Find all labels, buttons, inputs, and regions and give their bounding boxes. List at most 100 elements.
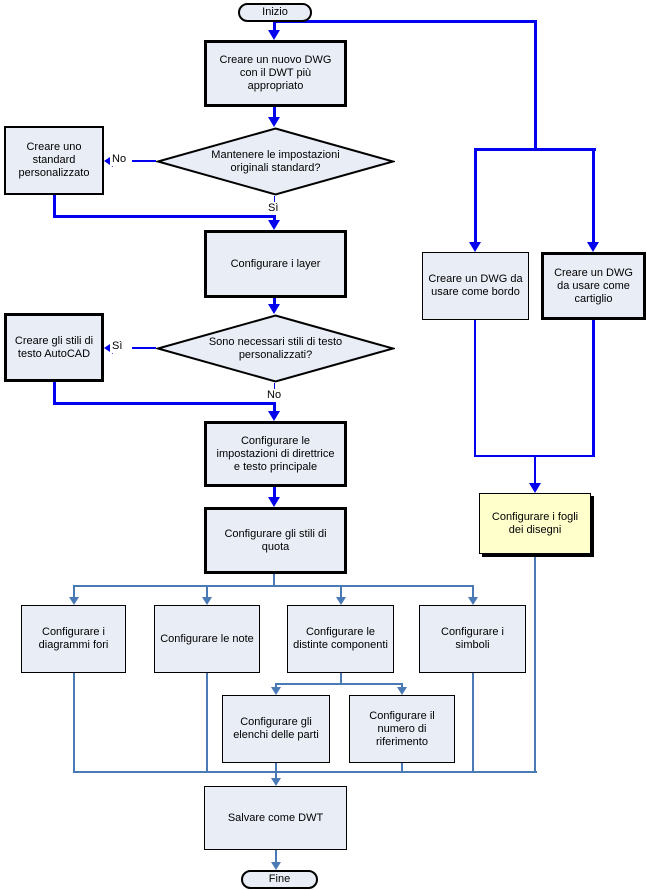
arrowhead-icon bbox=[271, 778, 281, 786]
arrowhead-icon bbox=[268, 30, 280, 40]
node-label: Creare uno standard personalizzato bbox=[18, 141, 90, 179]
node-save-as-dwt: Salvare come DWT bbox=[204, 786, 347, 850]
node-label: Creare un DWG da usare come cartiglio bbox=[554, 266, 633, 305]
arrowhead-icon bbox=[397, 687, 407, 695]
connector bbox=[53, 382, 56, 405]
arrowhead-icon bbox=[104, 155, 113, 167]
node-configure-notes: Configurare le note bbox=[154, 605, 260, 673]
arrowhead-icon bbox=[104, 342, 113, 354]
arrowhead-icon bbox=[268, 220, 280, 230]
connector bbox=[73, 673, 75, 773]
connector bbox=[53, 195, 56, 218]
connector bbox=[275, 850, 277, 863]
node-create-dwg-border: Creare un DWG da usare come bordo bbox=[422, 252, 529, 320]
connector bbox=[275, 683, 277, 689]
node-label: Configurare il numero di riferimento bbox=[369, 709, 435, 748]
connector bbox=[592, 151, 595, 244]
connector bbox=[273, 107, 276, 118]
connector bbox=[474, 148, 596, 151]
node-create-autocad-text-styles: Creare gli stili di testo AutoCAD bbox=[4, 313, 104, 382]
node-label: Configurare i layer bbox=[230, 257, 321, 270]
connector bbox=[273, 298, 276, 305]
connector bbox=[132, 160, 156, 162]
arrowhead-icon bbox=[587, 242, 599, 252]
arrowhead-icon bbox=[271, 687, 281, 695]
node-label: Creare gli stili di testo AutoCAD bbox=[14, 334, 94, 360]
arrowhead-icon bbox=[268, 411, 280, 421]
node-create-new-dwg: Creare un nuovo DWG con il DWT più appro… bbox=[204, 40, 347, 107]
node-label: Configurare le distinte componenti bbox=[293, 626, 388, 651]
node-label: Configurare le note bbox=[160, 632, 254, 645]
node-configure-dimension-styles: Configurare gli stili di quota bbox=[204, 507, 347, 574]
node-configure-drawing-sheets: Configurare i fogli dei disegni bbox=[479, 493, 591, 554]
arrowhead-icon bbox=[336, 597, 346, 605]
diamond-shape bbox=[156, 314, 395, 383]
connector bbox=[206, 673, 208, 773]
connector bbox=[592, 320, 595, 457]
arrowhead-icon bbox=[271, 862, 281, 870]
connector bbox=[474, 320, 476, 457]
arrowhead-icon bbox=[268, 497, 280, 507]
node-label: Configurare gli elenchi delle parti bbox=[233, 716, 319, 741]
decision-keep-standard-settings: Mantenere le impostazioni originali stan… bbox=[156, 127, 395, 196]
node-label: Creare un DWG da usare come bordo bbox=[428, 273, 523, 298]
node-configure-symbols: Configurare i simboli bbox=[419, 605, 526, 673]
node-label: Inizio bbox=[262, 6, 288, 18]
node-end: Fine bbox=[241, 870, 318, 889]
connector bbox=[534, 20, 537, 151]
node-label: Configurare i simboli bbox=[441, 626, 504, 651]
connector bbox=[53, 215, 276, 218]
connector bbox=[474, 151, 477, 244]
connector bbox=[275, 763, 277, 773]
connector bbox=[472, 585, 474, 597]
node-label: Configurare i fogli dei disegni bbox=[491, 510, 579, 536]
connector bbox=[401, 763, 403, 773]
connector bbox=[401, 683, 403, 689]
node-create-custom-standard: Creare uno standard personalizzato bbox=[4, 126, 104, 195]
connector bbox=[534, 455, 536, 484]
node-configure-leader-text-settings: Configurare le impostazioni di direttric… bbox=[204, 421, 347, 487]
connector bbox=[534, 554, 536, 773]
arrowhead-icon bbox=[202, 597, 212, 605]
node-label: Sono necessari stili di testo personaliz… bbox=[208, 335, 343, 361]
node-label: Configurare gli stili di quota bbox=[224, 527, 327, 553]
arrowhead-icon bbox=[529, 483, 541, 493]
connector bbox=[472, 673, 474, 773]
edge-label-yes: Sì bbox=[266, 202, 281, 215]
node-create-dwg-titleblock: Creare un DWG da usare come cartiglio bbox=[541, 252, 646, 320]
node-configure-hole-charts: Configurare i diagrammi fori bbox=[21, 605, 126, 673]
edge-label-yes: Sì bbox=[110, 340, 125, 353]
node-configure-parts-lists: Configurare gli elenchi delle parti bbox=[222, 695, 330, 763]
connector bbox=[273, 574, 275, 586]
diamond-shape bbox=[156, 127, 395, 196]
connector bbox=[273, 487, 276, 498]
node-label: Configurare i diagrammi fori bbox=[38, 626, 109, 651]
connector bbox=[73, 585, 75, 597]
arrowhead-icon bbox=[268, 304, 280, 314]
node-label: Fine bbox=[268, 873, 291, 885]
edge-label-no: No bbox=[265, 389, 284, 402]
connector bbox=[273, 20, 537, 23]
connector bbox=[274, 196, 275, 203]
connector bbox=[274, 383, 275, 390]
connector bbox=[206, 585, 208, 597]
node-label: Mantenere le impostazioni originali stan… bbox=[211, 148, 340, 174]
connector bbox=[73, 771, 537, 773]
connector bbox=[340, 585, 342, 597]
connector bbox=[340, 673, 342, 685]
node-start: Inizio bbox=[238, 3, 312, 22]
connector bbox=[132, 347, 156, 349]
node-configure-layers: Configurare i layer bbox=[204, 230, 347, 298]
arrowhead-icon bbox=[268, 117, 280, 127]
connector bbox=[273, 20, 276, 32]
node-label: Creare un nuovo DWG con il DWT più appro… bbox=[219, 54, 332, 92]
connector bbox=[53, 402, 276, 405]
node-configure-balloon-number: Configurare il numero di riferimento bbox=[349, 695, 455, 763]
connector bbox=[275, 683, 403, 685]
decision-custom-text-styles: Sono necessari stili di testo personaliz… bbox=[156, 314, 395, 383]
connector bbox=[275, 773, 277, 779]
edge-label-no: No bbox=[110, 153, 129, 166]
node-label: Configurare le impostazioni di direttric… bbox=[216, 434, 335, 473]
connector bbox=[73, 585, 474, 587]
